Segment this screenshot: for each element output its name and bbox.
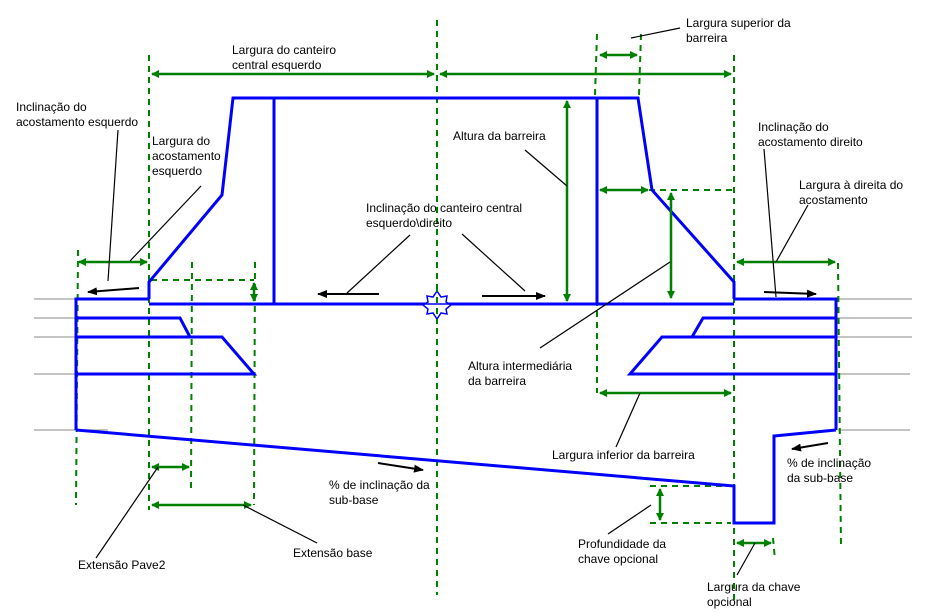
subbase-left-slope-arrow (377, 462, 424, 473)
right-shoulder-layer (734, 297, 838, 430)
left-shoulder-slope-arrow (87, 287, 140, 296)
label-base-extension: Extensão base (293, 546, 373, 560)
subbase-bottom (75, 428, 837, 525)
slope-arrows (87, 287, 829, 473)
label-key-width: Largura da chave opcional (707, 580, 801, 609)
label-key-depth: Profundidade da chave opcional (578, 537, 667, 566)
barrier-outline (147, 96, 736, 299)
label-subbase-slope-left: % de inclinação da sub-base (329, 478, 430, 507)
structure (74, 96, 838, 525)
guide-lines (75, 20, 842, 600)
left-base-layer (76, 335, 258, 376)
label-barrier-mid-height: Altura intermediária da barreira (468, 359, 573, 388)
right-base-layer (626, 335, 836, 376)
left-shoulder-layer (74, 297, 149, 430)
leader-lines (95, 27, 809, 576)
baseline-marker-icon (421, 286, 453, 324)
label-left-shoulder-slope: Inclinação do acostamento esquerdo (16, 100, 139, 129)
label-subbase-slope-right: % de inclinação da sub-base (787, 456, 872, 485)
label-pave2-extension: Extensão Pave2 (78, 558, 166, 572)
dimension-arrows (78, 51, 836, 547)
label-barrier-height: Altura da barreira (453, 129, 546, 143)
label-barrier-bottom-width: Largura inferior da barreira (552, 448, 695, 462)
label-right-shoulder-width: Largura à direita do acostamento (799, 178, 904, 207)
label-left-shoulder-width: Largura do acostamento esquerdo (152, 134, 221, 178)
subbase-right-slope-arrow (791, 442, 829, 452)
left-pave1-layer (76, 316, 193, 339)
right-shoulder-slope-arrow (763, 289, 817, 298)
label-median-left-width: Largura do canteiro central esquerdo (232, 43, 337, 72)
right-pave1-layer (689, 316, 836, 339)
label-median-slope: Inclinação do canteiro central esquerdo\… (366, 201, 523, 230)
label-right-shoulder-slope: Inclinação do acostamento direito (758, 120, 863, 149)
label-barrier-top-width: Largura superior da barreira (686, 16, 791, 45)
ground-lines (34, 298, 912, 431)
